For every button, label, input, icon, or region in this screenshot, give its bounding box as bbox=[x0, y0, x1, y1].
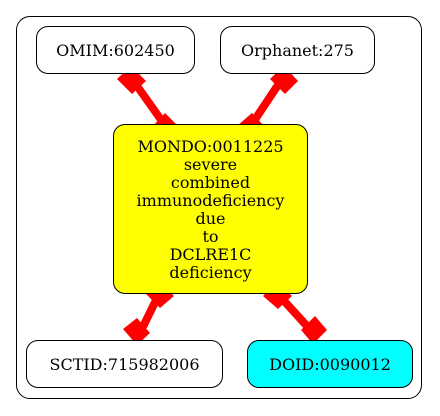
node-mondo-line-1: MONDO:0011225 bbox=[137, 137, 284, 156]
node-mondo-line-3: combined bbox=[170, 173, 251, 192]
node-mondo-line-4: immunodeficiency bbox=[136, 191, 285, 210]
node-orphanet-label: Orphanet:275 bbox=[241, 40, 354, 60]
node-mondo-line-5: due bbox=[195, 209, 226, 228]
node-mondo-line-2: severe bbox=[183, 155, 238, 174]
node-mondo[interactable]: MONDO:0011225 severe combined immunodefi… bbox=[113, 124, 308, 294]
node-sctid-label: SCTID:715982006 bbox=[49, 354, 200, 374]
node-mondo-line-6: to bbox=[202, 227, 219, 246]
node-mondo-line-7: DCLRE1C bbox=[169, 245, 252, 264]
node-omim[interactable]: OMIM:602450 bbox=[36, 26, 195, 74]
node-sctid[interactable]: SCTID:715982006 bbox=[26, 340, 223, 388]
cluster-border bbox=[16, 16, 422, 399]
node-omim-label: OMIM:602450 bbox=[56, 40, 175, 60]
node-orphanet[interactable]: Orphanet:275 bbox=[220, 26, 375, 74]
node-mondo-line-8: deficiency bbox=[169, 263, 252, 282]
node-doid-label: DOID:0090012 bbox=[269, 354, 391, 374]
node-doid[interactable]: DOID:0090012 bbox=[247, 340, 413, 388]
